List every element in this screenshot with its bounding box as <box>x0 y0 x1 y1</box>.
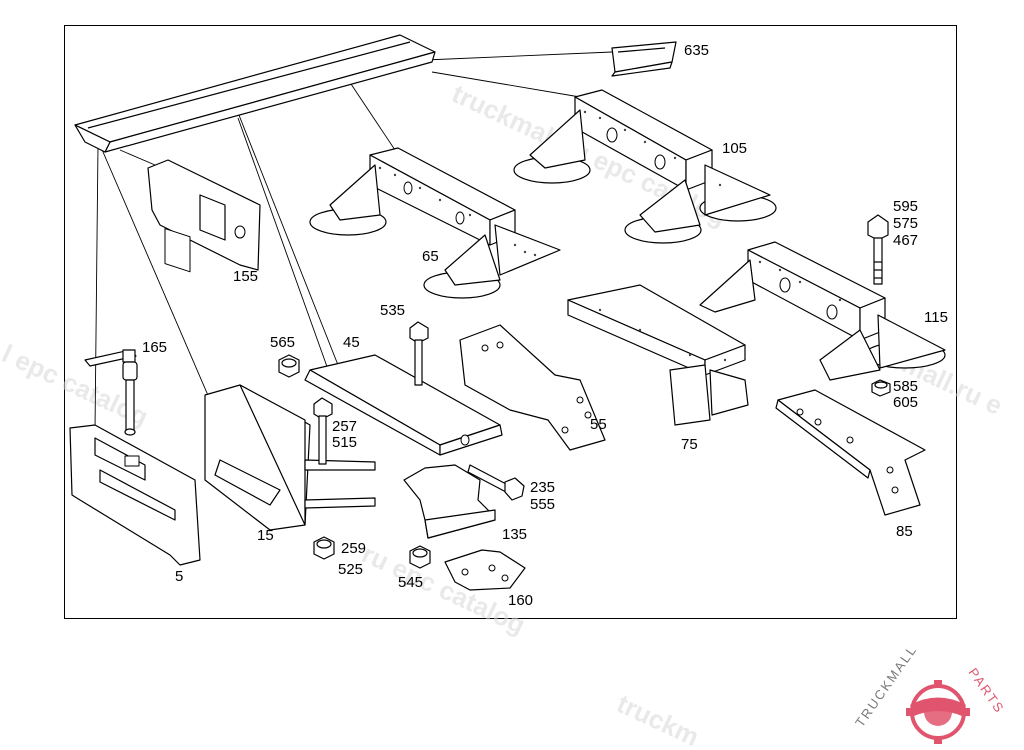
callout-5: 5 <box>175 568 183 585</box>
part-155-gusset-plate <box>147 159 261 273</box>
part-105-crossmember <box>513 89 777 244</box>
callout-515: 515 <box>332 434 357 451</box>
callout-135: 135 <box>502 526 527 543</box>
part-nut-259 <box>313 536 335 560</box>
part-5-front-plate <box>69 424 201 566</box>
watermark-text-e: truckm <box>612 688 703 750</box>
callout-585: 585 <box>893 378 918 395</box>
part-85-channel <box>775 389 926 516</box>
callout-155: 155 <box>233 268 258 285</box>
callout-635: 635 <box>684 42 709 59</box>
callout-85: 85 <box>896 523 913 540</box>
part-135-bracket <box>403 464 496 539</box>
part-160-plate <box>444 549 526 591</box>
part-bolt-257 <box>313 397 333 465</box>
callout-65: 65 <box>422 248 439 265</box>
part-55-bracket <box>459 324 606 451</box>
callout-545: 545 <box>398 574 423 591</box>
brand-text-parts: PARTS <box>966 665 1008 716</box>
watermark-text-d: ru epc catalog <box>357 538 529 640</box>
callout-115: 115 <box>924 309 948 326</box>
gear-icon <box>906 680 970 744</box>
leader-lines <box>94 51 613 431</box>
part-165-pin <box>84 349 138 436</box>
callout-595: 595 <box>893 198 918 215</box>
callout-165: 165 <box>142 339 167 356</box>
part-frame-top-crossmember <box>74 34 436 153</box>
part-bolt-535 <box>409 321 429 386</box>
callout-160: 160 <box>508 592 533 609</box>
callout-467: 467 <box>893 232 918 249</box>
part-bolt-595 <box>867 214 889 285</box>
callout-45: 45 <box>343 334 360 351</box>
part-75-crossmember <box>567 284 749 426</box>
callout-555: 555 <box>530 496 555 513</box>
callout-565: 565 <box>270 334 295 351</box>
part-45-crossmember-beam <box>304 354 503 456</box>
brand-logo: TRUCKMALL PARTS <box>852 642 1008 744</box>
callout-259: 259 <box>341 540 366 557</box>
callout-105: 105 <box>722 140 747 157</box>
part-115-crossmember <box>699 241 946 381</box>
callout-575: 575 <box>893 215 918 232</box>
callout-535: 535 <box>380 302 405 319</box>
brand-text-truckmall: TRUCKMALL <box>852 642 920 730</box>
part-15-housing <box>204 384 376 531</box>
callout-labels: 635 105 155 65 595 575 467 535 115 165 5… <box>142 42 948 609</box>
part-nut-565 <box>278 354 300 378</box>
callout-257: 257 <box>332 418 357 435</box>
part-635-bracket <box>611 41 677 77</box>
diagram-frame <box>64 25 957 619</box>
callout-15: 15 <box>257 527 274 544</box>
callout-525: 525 <box>338 561 363 578</box>
part-65-crossmember <box>309 147 561 299</box>
part-nut-585 <box>871 379 891 397</box>
callout-55: 55 <box>590 416 607 433</box>
callout-75: 75 <box>681 436 698 453</box>
part-nut-545 <box>409 545 431 569</box>
part-bolt-235 <box>467 464 525 501</box>
callout-605: 605 <box>893 394 918 411</box>
callout-235: 235 <box>530 479 555 496</box>
